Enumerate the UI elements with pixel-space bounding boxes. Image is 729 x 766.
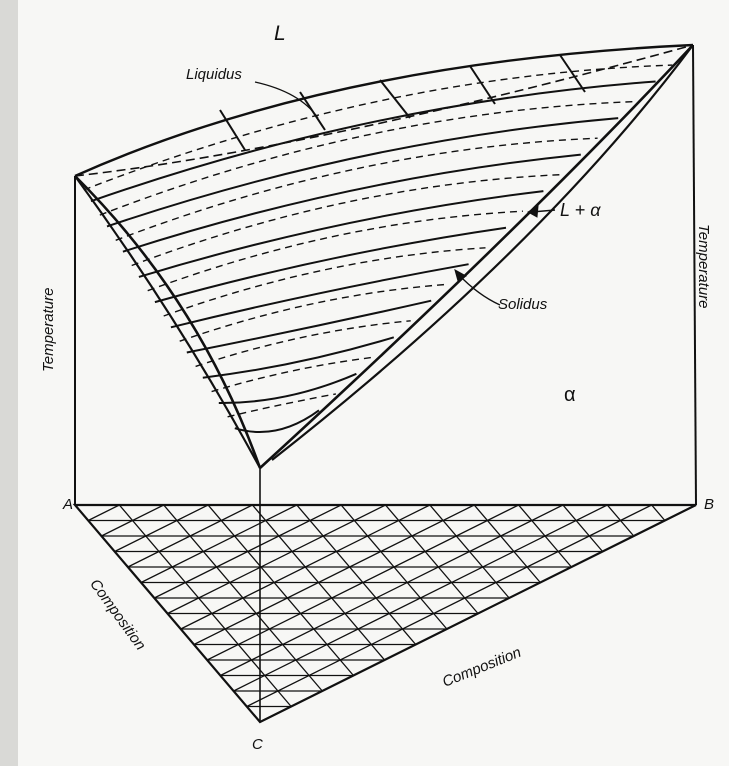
grid-line-ac bbox=[251, 504, 386, 661]
isotherm-tick bbox=[219, 109, 246, 151]
grid-line-ac bbox=[651, 504, 666, 521]
vertex-b-label: B bbox=[704, 496, 715, 513]
phase-surfaces bbox=[74, 43, 694, 469]
page-edge-shadow bbox=[0, 0, 18, 766]
grid-line-ac bbox=[385, 504, 479, 614]
grid-line-ac bbox=[473, 504, 541, 583]
grid-line-ac bbox=[207, 504, 354, 676]
isotherm-solid bbox=[218, 372, 357, 405]
label-liquid-phase: L bbox=[274, 22, 286, 45]
solidus-contour-dashed bbox=[179, 283, 449, 342]
grid-line-bc bbox=[167, 504, 386, 615]
base-triangle bbox=[72, 503, 697, 724]
grid-line-bc bbox=[246, 504, 652, 708]
two-phase-arrowhead bbox=[527, 205, 539, 218]
right-edge-outer bbox=[259, 44, 694, 469]
label-alpha-phase: α bbox=[564, 384, 576, 406]
diagram-frame bbox=[72, 44, 697, 724]
liquidus-leader bbox=[254, 81, 319, 119]
isotherm-solid bbox=[90, 80, 656, 203]
isotherm-tick bbox=[379, 79, 411, 119]
liquidus-top-edge bbox=[74, 43, 694, 178]
left-edge-outer bbox=[74, 175, 262, 469]
solidus-contour-dashed bbox=[99, 100, 636, 216]
right-edge-inner bbox=[271, 44, 694, 461]
label-temperature-right: Temperature bbox=[695, 224, 712, 309]
solidus-contour-dashed bbox=[163, 247, 486, 317]
isotherm-solid bbox=[138, 190, 544, 278]
isotherm-solid bbox=[186, 299, 432, 354]
grid-line-bc bbox=[193, 504, 475, 646]
solidus-contour-dashed bbox=[147, 210, 523, 292]
grid-line-bc bbox=[233, 504, 608, 692]
grid-line-bc bbox=[140, 504, 298, 584]
solidus-contour-dashed bbox=[131, 174, 561, 267]
isotherm-solid bbox=[122, 153, 581, 253]
isotherm-tick bbox=[559, 54, 586, 93]
grid-line-bc bbox=[206, 504, 519, 661]
label-two-phase-region: L + α bbox=[560, 200, 601, 220]
grid-line-ac bbox=[562, 504, 604, 552]
grid-line-bc bbox=[220, 504, 564, 677]
solidus-contour-dashed bbox=[83, 64, 673, 191]
label-solidus: Solidus bbox=[498, 296, 548, 313]
vertex-a-label: A bbox=[63, 496, 74, 513]
isotherm-solid bbox=[170, 263, 469, 329]
isotherm-solid bbox=[154, 226, 507, 304]
temperature-axis-b bbox=[692, 44, 697, 506]
solidus-contour-dashed bbox=[227, 393, 337, 418]
solidus-contour-dashed bbox=[211, 356, 374, 393]
solidus-contour-dashed bbox=[195, 320, 411, 368]
label-liquidus: Liquidus bbox=[186, 66, 242, 83]
isotherm-tick bbox=[469, 65, 496, 105]
grid-line-bc bbox=[87, 504, 120, 522]
label-temperature-left: Temperature bbox=[40, 287, 57, 373]
vertex-c-label: C bbox=[252, 736, 263, 753]
solidus-leader bbox=[457, 273, 501, 306]
composition-grid bbox=[87, 504, 666, 708]
isotherm-solid bbox=[106, 117, 619, 228]
isotherm-solid bbox=[202, 336, 395, 379]
grid-line-bc bbox=[114, 504, 209, 553]
grid-line-ac bbox=[118, 504, 292, 707]
grid-line-ac bbox=[296, 504, 417, 645]
solidus-arrowhead bbox=[454, 268, 467, 282]
liquidus-back-edge bbox=[74, 44, 694, 177]
isotherm-solid bbox=[234, 409, 320, 434]
